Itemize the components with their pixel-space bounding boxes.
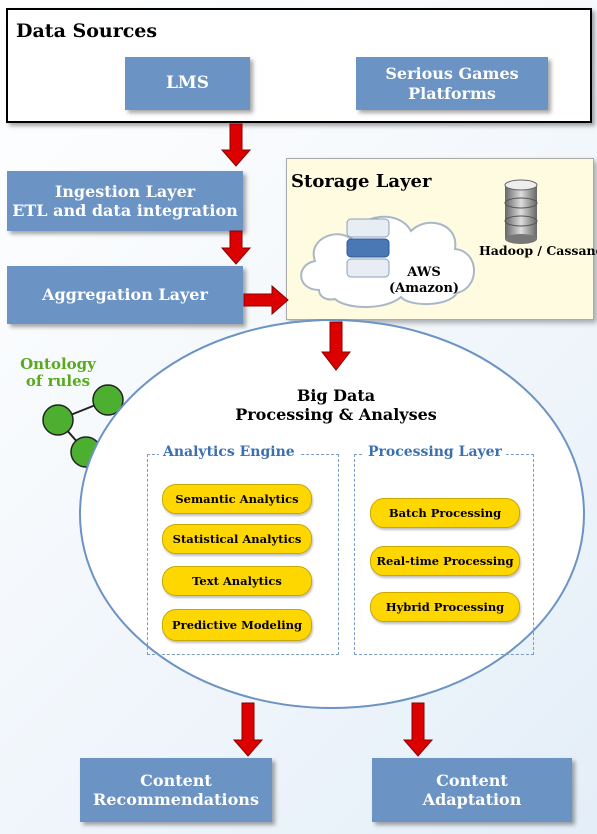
source-lms: LMS [125, 57, 250, 110]
data-sources-title: Data Sources [16, 20, 158, 42]
arrow-sources-to-ingestion [220, 123, 252, 167]
analytics-item: Text Analytics [162, 566, 312, 596]
arrow-storage-to-bigdata [320, 321, 352, 371]
processing-item: Hybrid Processing [370, 592, 520, 622]
content-recommendations: Content Recommendations [80, 758, 272, 822]
processing-item: Batch Processing [370, 498, 520, 528]
processing-layer-title: Processing Layer [364, 444, 506, 460]
aws-database-icon [346, 218, 390, 278]
data-sources-panel: Data Sources LMS Serious Games Platforms [6, 8, 592, 123]
big-data-title: Big Data Processing & Analyses [235, 386, 437, 425]
hadoop-label: Hadoop / Cassandra [479, 243, 597, 258]
storage-title: Storage Layer [291, 171, 432, 192]
analytics-item: Semantic Analytics [162, 484, 312, 514]
aws-label: AWS (Amazon) [389, 265, 460, 296]
storage-layer-panel: Storage Layer AWS (Amazon) Hadoop / Cass… [286, 158, 597, 320]
content-adaptation: Content Adaptation [372, 758, 572, 822]
hadoop-database-icon [504, 179, 538, 244]
analytics-engine-title: Analytics Engine [159, 444, 299, 460]
arrow-to-adaptation [402, 702, 434, 757]
ingestion-layer: Ingestion Layer ETL and data integration [7, 171, 243, 231]
aggregation-layer: Aggregation Layer [7, 266, 243, 324]
analytics-item: Statistical Analytics [162, 524, 312, 554]
arrow-ingestion-to-aggregation [220, 230, 252, 265]
arrow-aggregation-to-storage [243, 284, 289, 316]
ontology-label: Ontology of rules [20, 355, 96, 391]
source-serious-games: Serious Games Platforms [356, 57, 548, 110]
processing-item: Real-time Processing [370, 546, 520, 576]
ingestion-subtitle: ETL and data integration [12, 201, 238, 220]
arrow-to-recommendations [232, 702, 264, 757]
ingestion-title: Ingestion Layer [54, 181, 196, 201]
analytics-item: Predictive Modeling [162, 609, 312, 641]
